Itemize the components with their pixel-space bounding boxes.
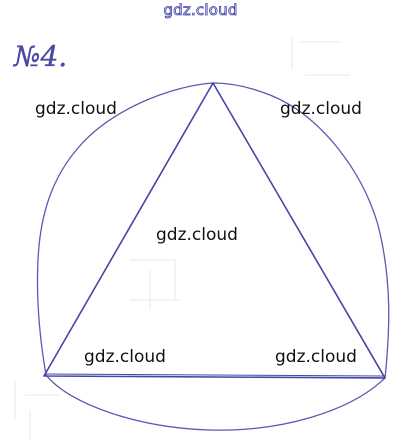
watermark-center: gdz.cloud <box>156 225 238 245</box>
circumscribed-circle <box>36 82 390 431</box>
faint-grid <box>14 38 350 440</box>
triangle-base-stroke <box>43 373 386 377</box>
watermark-bottom-left: gdz.cloud <box>84 347 166 367</box>
inscribed-triangle <box>43 82 386 379</box>
watermark-left-arc: gdz.cloud <box>35 99 117 119</box>
watermark-right-arc: gdz.cloud <box>280 99 362 119</box>
problem-number: №4. <box>13 40 67 73</box>
watermark-bottom-right: gdz.cloud <box>275 347 357 367</box>
watermark-top: gdz.cloud <box>163 1 238 19</box>
